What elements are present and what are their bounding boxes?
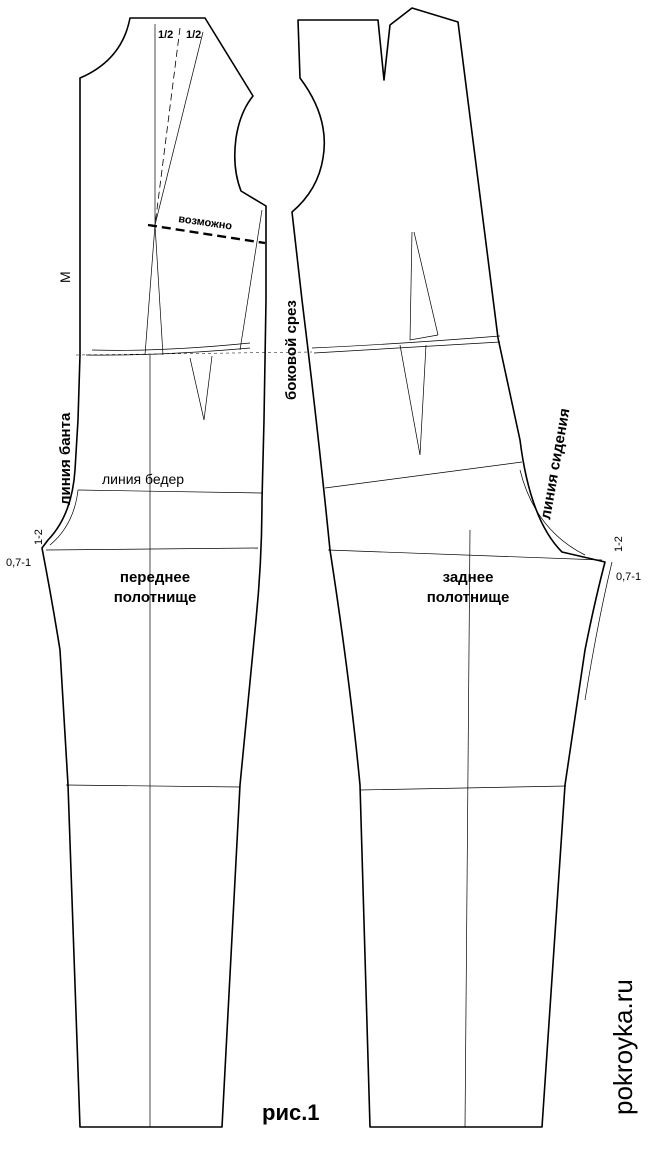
- back-waist-dart: [399, 344, 427, 456]
- front-crotch-alt-curve: [49, 489, 79, 546]
- front-dart-upper: [154, 31, 204, 226]
- front-waist-line-2: [91, 342, 251, 351]
- front-waist-dart: [189, 355, 213, 421]
- label-hip-line: линия бедер: [102, 471, 184, 487]
- label-front-panel-2: полотнище: [114, 589, 197, 606]
- front-crotch-line: [45, 547, 259, 551]
- front-half-dashed-line: [154, 27, 181, 226]
- back-knee-line: [359, 785, 567, 791]
- figure-caption: рис.1: [262, 1100, 320, 1125]
- front-knee-line: [65, 784, 241, 788]
- back-crotch-line: [327, 549, 603, 561]
- back-crease-line: [464, 529, 471, 1128]
- back-waist-line-2: [313, 341, 501, 354]
- label-back-panel-2: полотнище: [427, 589, 510, 606]
- front-side-dart-a: [239, 209, 263, 351]
- back-upper-dart-b: [413, 231, 439, 336]
- label-front-measure-top: 1-2: [33, 529, 45, 545]
- front-piece-outline: [41, 17, 267, 1128]
- back-hip-line: [324, 461, 523, 489]
- back-upper-dart: [409, 231, 439, 341]
- label-back-measure-top: 1-2: [613, 536, 625, 552]
- front-dart-leg-b: [154, 224, 164, 356]
- label-front-panel-1: переднее: [120, 569, 190, 586]
- back-waist-line: [311, 335, 501, 349]
- label-bow-line: линия банта: [57, 412, 74, 505]
- label-back-measure-bottom: 0,7-1: [616, 571, 641, 583]
- site-watermark: pokroyka.ru: [608, 979, 638, 1115]
- label-m: М: [57, 271, 73, 283]
- label-half-a: 1/2: [158, 29, 173, 41]
- label-half-b: 1/2: [186, 29, 201, 41]
- label-front-measure-bottom: 0,7-1: [6, 557, 31, 569]
- front-waist-line: [85, 347, 251, 356]
- back-piece: [291, 7, 613, 1128]
- front-piece: [41, 17, 267, 1128]
- label-back-panel-1: заднее: [443, 569, 494, 586]
- label-side-seam: боковой срез: [283, 300, 300, 400]
- label-seat-line: линия сидения: [537, 407, 573, 521]
- back-piece-outline: [291, 7, 606, 1128]
- front-dart-leg-a: [144, 224, 156, 356]
- possible-dart-line: [147, 223, 266, 245]
- front-hip-line: [77, 489, 263, 494]
- label-possible: возможно: [178, 213, 234, 232]
- back-inseam-alt: [584, 561, 613, 701]
- labels: 1/2 1/2 возможно М линия банта линия бед…: [6, 29, 641, 1125]
- back-seat-alt-curve: [519, 469, 586, 556]
